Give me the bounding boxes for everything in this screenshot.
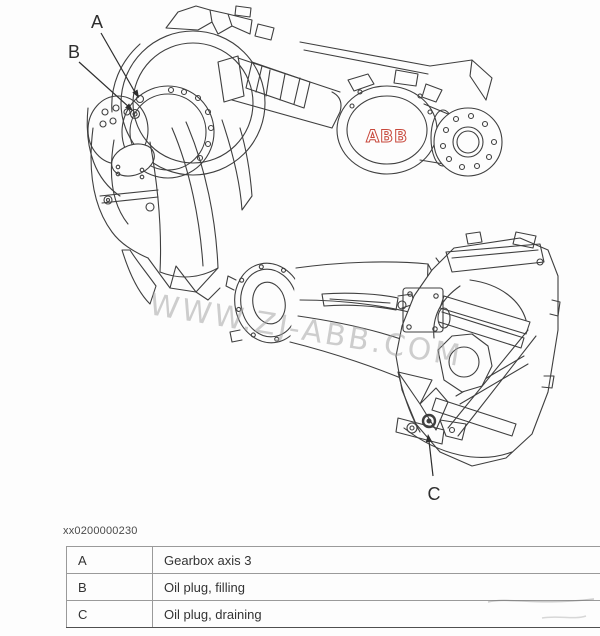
callout-b: B <box>68 42 80 62</box>
callout-a: A <box>91 12 103 32</box>
gearbox-axis3-housing <box>111 30 266 176</box>
table-row: C Oil plug, draining <box>66 600 600 628</box>
label-a-leader <box>100 32 137 95</box>
legend-key: B <box>66 573 153 601</box>
table-row: B Oil plug, filling <box>66 573 600 601</box>
label-b-leader <box>78 61 131 109</box>
oil-plug-draining <box>421 413 437 429</box>
legend-description: Oil plug, draining <box>152 600 600 628</box>
oil-plug-a <box>135 94 145 104</box>
abb-logo: ABB <box>366 127 408 147</box>
wrist-flange <box>433 107 503 177</box>
upper-robot-view <box>86 5 503 305</box>
figure-id: xx0200000230 <box>63 525 138 537</box>
table-row: A Gearbox axis 3 <box>66 546 600 574</box>
tube-flange <box>234 262 304 344</box>
callout-leaders <box>78 32 434 477</box>
lower-robot-view <box>225 231 561 467</box>
label-c-leader <box>428 440 434 477</box>
label-b-arrowhead <box>125 103 133 111</box>
legend-table: A Gearbox axis 3 B Oil plug, filling C O… <box>66 546 600 628</box>
figure-gearbox-axis3: A B C ABB WWW.ZJ-ABB.COM <box>68 5 561 504</box>
oil-plug-filling <box>129 108 141 120</box>
legend-key: A <box>66 546 153 574</box>
callout-c: C <box>428 484 441 504</box>
figure-drawing: A B C ABB WWW.ZJ-ABB.COM <box>68 5 561 504</box>
label-c-arrowhead <box>425 434 433 443</box>
housing-boss <box>437 333 493 393</box>
lower-arm <box>90 121 221 305</box>
legend-key: C <box>66 600 153 628</box>
gearbox-axis3-flange <box>121 85 215 179</box>
motor-housing <box>336 69 443 175</box>
legend-description: Gearbox axis 3 <box>152 546 600 574</box>
label-a-arrowhead <box>132 89 139 98</box>
legend-description: Oil plug, filling <box>152 573 600 601</box>
